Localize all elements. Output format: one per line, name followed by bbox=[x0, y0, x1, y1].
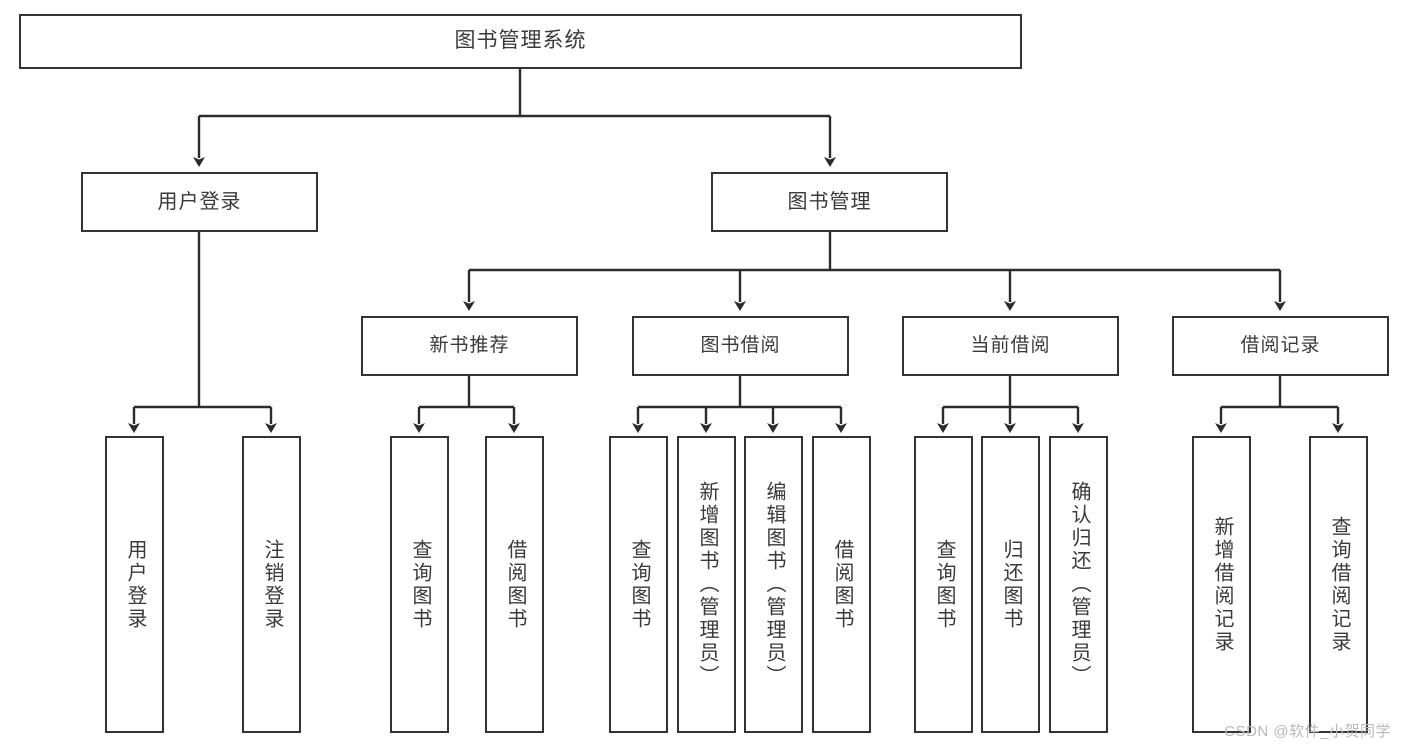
leaf-current-borrow-query-book[interactable]: 查询图书 bbox=[914, 436, 973, 733]
leaf-new-book-query-book[interactable]: 查询图书 bbox=[390, 436, 449, 733]
leaf-borrow-record-query-record[interactable]: 查询借阅记录 bbox=[1309, 436, 1368, 733]
leaf-new-book-borrow-book[interactable]: 借阅图书 bbox=[485, 436, 544, 733]
node-book-borrow[interactable]: 图书借阅 bbox=[632, 316, 849, 376]
node-borrow-record[interactable]: 借阅记录 bbox=[1172, 316, 1389, 376]
leaf-current-borrow-confirm-return-admin[interactable]: 确认归还（管理员） bbox=[1049, 436, 1108, 733]
node-root-system[interactable]: 图书管理系统 bbox=[19, 14, 1022, 69]
leaf-current-borrow-return-book[interactable]: 归还图书 bbox=[981, 436, 1040, 733]
leaf-book-borrow-edit-book-admin[interactable]: 编辑图书（管理员） bbox=[744, 436, 803, 733]
leaf-book-borrow-borrow-book[interactable]: 借阅图书 bbox=[812, 436, 871, 733]
node-book-management[interactable]: 图书管理 bbox=[711, 172, 948, 232]
leaf-user-login-logout[interactable]: 注销登录 bbox=[242, 436, 301, 733]
leaf-book-borrow-query-book[interactable]: 查询图书 bbox=[609, 436, 668, 733]
node-new-book-recommend[interactable]: 新书推荐 bbox=[361, 316, 578, 376]
csdn-watermark: CSDN @软件_小贺同学 bbox=[1224, 723, 1391, 740]
leaf-borrow-record-add-record[interactable]: 新增借阅记录 bbox=[1192, 436, 1251, 733]
node-current-borrow[interactable]: 当前借阅 bbox=[902, 316, 1119, 376]
leaf-book-borrow-add-book-admin[interactable]: 新增图书（管理员） bbox=[677, 436, 736, 733]
leaf-user-login-login[interactable]: 用户登录 bbox=[105, 436, 164, 733]
node-user-login[interactable]: 用户登录 bbox=[81, 172, 318, 232]
